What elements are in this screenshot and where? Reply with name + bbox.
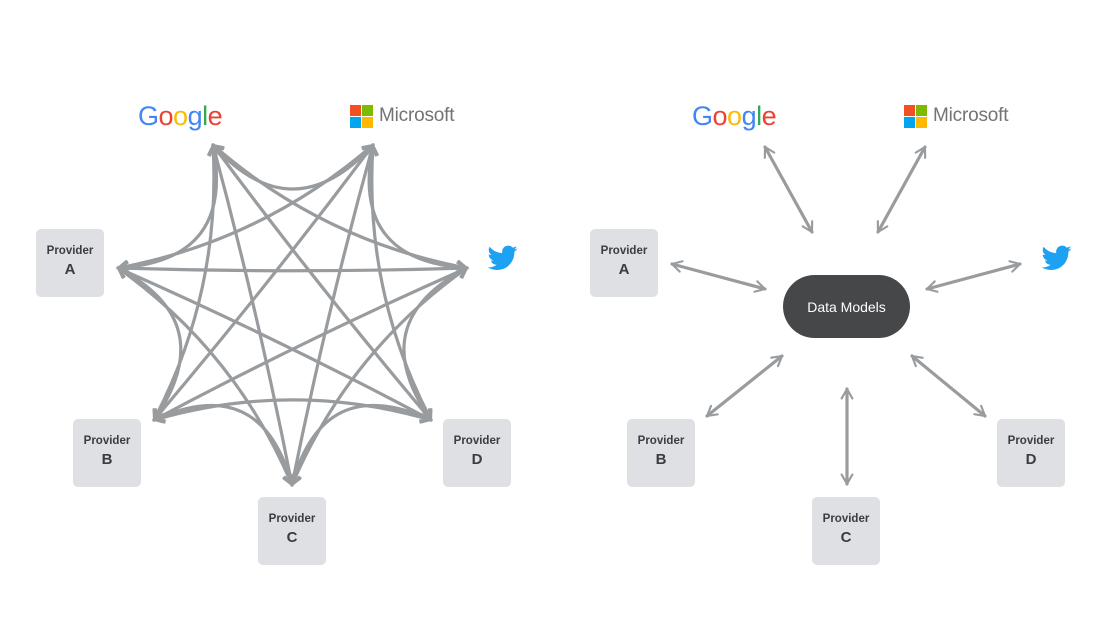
mesh-link	[152, 404, 296, 487]
hub-link	[763, 145, 814, 234]
provider-d-box: Provider D	[997, 419, 1065, 487]
mesh-link	[116, 266, 183, 422]
provider-label: Provider	[600, 245, 648, 257]
provider-key: B	[101, 451, 113, 468]
mesh-connections	[116, 143, 469, 487]
provider-key: A	[618, 261, 630, 278]
provider-key: B	[655, 451, 667, 468]
provider-a-box: Provider A	[36, 229, 104, 297]
mesh-link	[365, 143, 433, 422]
mesh-link	[116, 261, 469, 275]
google-logo: Google	[692, 101, 777, 131]
provider-c-box: Provider C	[258, 497, 326, 565]
hub-link	[876, 145, 927, 234]
google-letter: o	[158, 101, 174, 131]
google-letter: o	[727, 101, 742, 131]
mesh-link	[211, 143, 375, 191]
provider-key: D	[1025, 451, 1037, 468]
hub-link	[670, 260, 767, 293]
microsoft-wordmark: Microsoft	[933, 105, 1009, 126]
provider-label: Provider	[1007, 435, 1055, 447]
microsoft-squares-icon	[904, 104, 927, 128]
microsoft-squares-icon	[350, 104, 373, 128]
mesh-link	[116, 143, 222, 274]
twitter-bird-icon	[488, 245, 518, 270]
provider-d-box: Provider D	[443, 419, 511, 487]
twitter-bird-icon	[1042, 245, 1072, 270]
google-letter: g	[187, 101, 203, 131]
provider-label: Provider	[453, 435, 501, 447]
google-logo: Google	[138, 101, 223, 131]
provider-key: A	[64, 261, 76, 278]
google-letter: o	[712, 101, 728, 131]
data-models-hub: Data Models	[783, 275, 910, 338]
mesh-link	[116, 143, 375, 273]
mesh-link	[152, 143, 375, 422]
mesh-link	[211, 143, 433, 422]
provider-label: Provider	[83, 435, 131, 447]
google-letter: G	[692, 101, 713, 131]
mesh-link	[289, 266, 469, 487]
google-letter: e	[761, 101, 777, 131]
provider-key: C	[840, 529, 852, 546]
microsoft-logo: Microsoft	[350, 104, 454, 128]
google-letter: l	[756, 101, 762, 131]
microsoft-wordmark: Microsoft	[379, 105, 455, 126]
provider-a-box: Provider A	[590, 229, 658, 297]
google-letter: o	[173, 101, 188, 131]
hub-link	[705, 354, 784, 418]
mesh-link	[364, 143, 469, 274]
provider-b-box: Provider B	[73, 419, 141, 487]
provider-key: C	[286, 529, 298, 546]
hub-spokes	[670, 145, 1022, 486]
microsoft-logo: Microsoft	[904, 104, 1008, 128]
google-letter: e	[207, 101, 223, 131]
hub-link	[925, 260, 1022, 293]
hub-link	[910, 354, 987, 418]
mesh-link	[211, 143, 469, 273]
mesh-link	[116, 266, 295, 487]
provider-label: Provider	[637, 435, 685, 447]
google-letter: l	[202, 101, 208, 131]
google-letter: g	[741, 101, 757, 131]
provider-label: Provider	[822, 513, 870, 525]
provider-key: D	[471, 451, 483, 468]
hub-label: Data Models	[807, 298, 886, 315]
mesh-link	[152, 143, 220, 422]
provider-b-box: Provider B	[627, 419, 695, 487]
mesh-link	[152, 398, 433, 424]
provider-label: Provider	[46, 245, 94, 257]
provider-c-box: Provider C	[812, 497, 880, 565]
google-letter: G	[138, 101, 159, 131]
mesh-link	[288, 404, 433, 487]
provider-label: Provider	[268, 513, 316, 525]
